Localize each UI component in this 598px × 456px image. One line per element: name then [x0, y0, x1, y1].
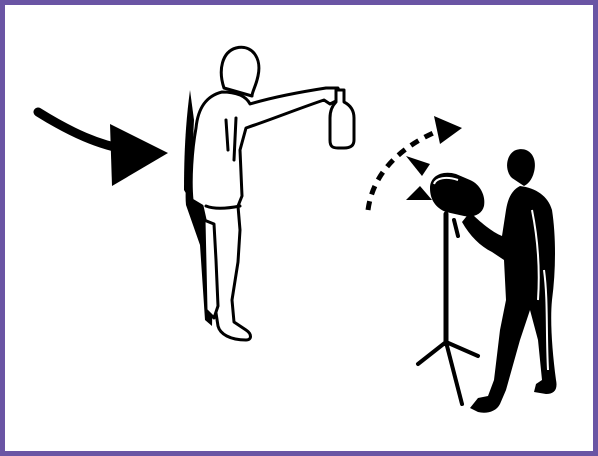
lighting-setup-illustration	[5, 5, 593, 451]
incoming-arrow-icon	[38, 112, 168, 186]
figure-holding-light-meter	[191, 47, 342, 340]
light-stand	[418, 214, 478, 404]
studio-flash-head-icon	[430, 173, 484, 217]
